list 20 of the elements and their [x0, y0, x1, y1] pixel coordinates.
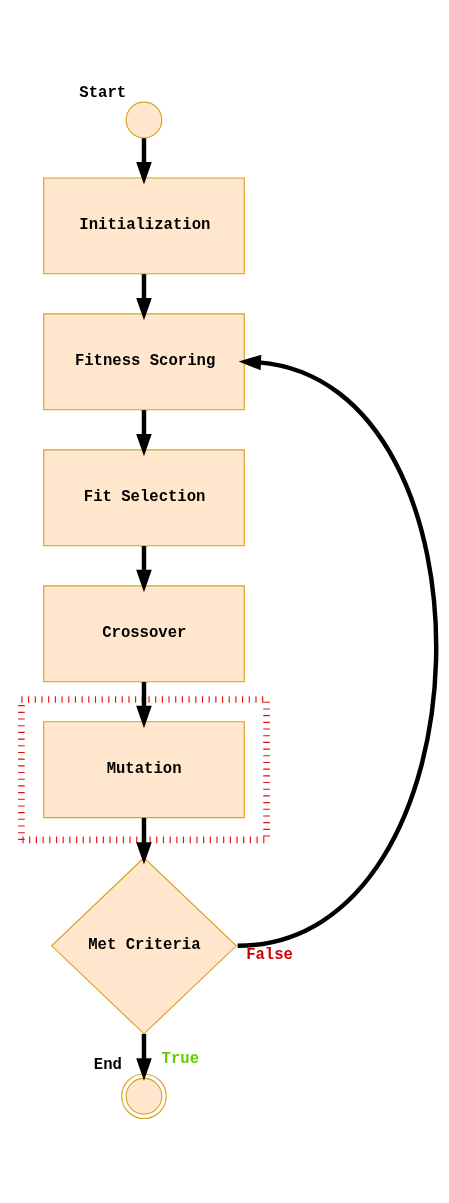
arrow	[136, 137, 152, 184]
arrow	[136, 817, 152, 864]
node-box: Fitness Scoring	[43, 312, 245, 410]
node-box: Mutation	[43, 720, 245, 818]
edge-label: False	[246, 945, 293, 964]
node-circle	[121, 1072, 167, 1119]
arrow	[136, 1033, 152, 1081]
arrow	[136, 545, 152, 592]
node-box: Fit Selection	[43, 448, 245, 546]
arrow	[136, 409, 152, 456]
arrow	[136, 273, 152, 320]
node-diamond: Met Criteria	[50, 856, 238, 1035]
node-box: Initialization	[43, 176, 245, 274]
arrow	[136, 681, 152, 728]
node-box: Crossover	[43, 584, 245, 682]
node-label: End	[93, 1055, 122, 1074]
node-circle	[125, 101, 163, 138]
arrow	[237, 354, 439, 948]
edge-label: True	[161, 1049, 199, 1068]
node-label: Start	[79, 83, 127, 102]
